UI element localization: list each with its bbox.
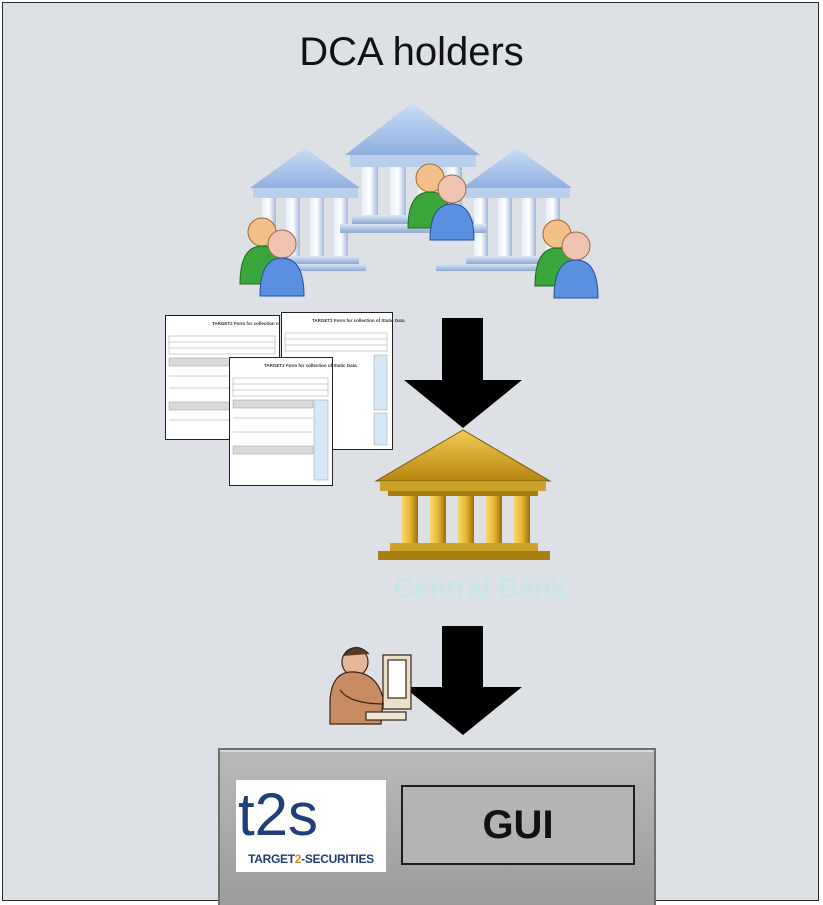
t2s-logo: t2s: [236, 780, 386, 872]
arrow-down-icon: [404, 626, 522, 735]
dca-holders-title: DCA holders: [299, 30, 524, 74]
central-bank-building-icon: [374, 429, 552, 560]
central-bank-label: Central Bank: [393, 572, 567, 603]
gui-button[interactable]: GUI: [401, 785, 635, 865]
users-icon-left: [239, 217, 305, 297]
form-heading: TARGET2 Form for collection of Static Da…: [312, 318, 405, 323]
t2s-logo-mark: t2s: [238, 781, 318, 848]
form-heading: TARGET2 Form for collection of Static Da…: [264, 363, 357, 368]
form-document: TARGET2 Form for collection of Static Da…: [229, 357, 357, 486]
form-heading: TARGET2 Form for collection of Static Da…: [212, 321, 305, 326]
arrow-down-icon: [404, 318, 522, 428]
t2s-logo-caption: TARGET2-SECURITIES: [248, 852, 374, 866]
users-icon-center: [407, 163, 475, 241]
users-icon-right: [534, 219, 599, 299]
operator-at-computer-icon: [329, 646, 412, 725]
